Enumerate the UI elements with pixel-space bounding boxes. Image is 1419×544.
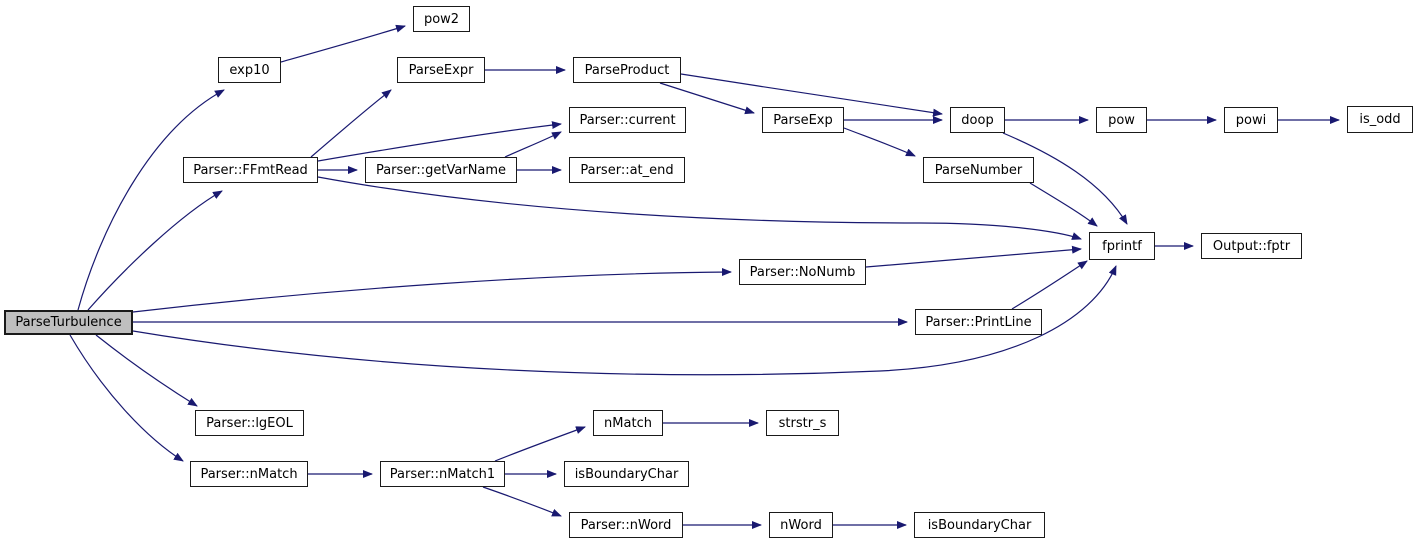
edge-parse-turbulence-to-parser-nonumb xyxy=(132,268,732,313)
graph-node-pow2[interactable]: pow2 xyxy=(413,6,470,32)
graph-node-parser-current[interactable]: Parser::current xyxy=(569,107,686,133)
graph-node-label: Parser::nMatch1 xyxy=(389,466,496,482)
graph-node-label: Parser::FFmtRead xyxy=(193,162,308,178)
graph-node-nmatch[interactable]: nMatch xyxy=(593,410,663,436)
graph-node-label: pow xyxy=(1108,112,1135,128)
graph-node-label: Parser::nWord xyxy=(580,517,672,533)
graph-node-pow[interactable]: pow xyxy=(1096,107,1147,133)
graph-node-is-odd[interactable]: is_odd xyxy=(1347,106,1413,133)
edge-parse-turbulence-to-parser-ffmtread xyxy=(87,190,223,311)
edge-parser-ffmtread-to-fprintf xyxy=(317,176,1082,240)
graph-node-parser-ffmtread[interactable]: Parser::FFmtRead xyxy=(183,157,318,183)
graph-node-label: ParseNumber xyxy=(934,162,1023,178)
graph-node-label: exp10 xyxy=(229,62,270,78)
edge-parse-product-to-parse-exp xyxy=(659,82,755,115)
graph-node-parser-nword[interactable]: Parser::nWord xyxy=(569,512,683,538)
graph-node-label: Output::fptr xyxy=(1212,238,1291,254)
edge-parse-turbulence-to-parser-nmatch xyxy=(69,334,184,462)
graph-node-label: ParseExp xyxy=(773,112,833,128)
edge-parser-nmatch1-to-parser-nword xyxy=(482,486,562,517)
edge-parse-turbulence-to-fprintf xyxy=(132,265,1117,376)
graph-node-label: ParseExpr xyxy=(408,62,474,78)
edge-parser-ffmtread-to-parser-current xyxy=(317,121,562,162)
graph-node-label: isBoundaryChar xyxy=(927,517,1032,533)
graph-node-doop[interactable]: doop xyxy=(950,107,1005,133)
edge-parse-turbulence-to-exp10 xyxy=(77,89,225,311)
graph-node-parse-number[interactable]: ParseNumber xyxy=(923,157,1034,183)
edge-doop-to-fprintf xyxy=(1002,132,1128,225)
graph-node-label: doop xyxy=(961,112,994,128)
graph-node-parser-nonumb[interactable]: Parser::NoNumb xyxy=(739,259,866,285)
graph-node-parse-turbulence: ParseTurbulence xyxy=(4,310,133,335)
graph-node-parser-getvarname[interactable]: Parser::getVarName xyxy=(365,157,517,183)
graph-node-label: nWord xyxy=(780,517,822,533)
edge-exp10-to-pow2 xyxy=(280,24,406,63)
edge-parse-product-to-doop xyxy=(680,73,943,117)
edge-parser-getvarname-to-parser-current xyxy=(504,131,562,158)
graph-node-parser-lgeol[interactable]: Parser::lgEOL xyxy=(195,410,304,436)
graph-node-label: isBoundaryChar xyxy=(574,466,679,482)
graph-node-label: Parser::getVarName xyxy=(375,162,507,178)
graph-node-parse-expr[interactable]: ParseExpr xyxy=(397,57,485,83)
graph-node-label: is_odd xyxy=(1359,112,1401,127)
graph-node-label: Parser::current xyxy=(579,112,676,128)
graph-node-isboundarychar[interactable]: isBoundaryChar xyxy=(564,461,689,487)
graph-node-powi[interactable]: powi xyxy=(1224,107,1278,133)
edge-parse-number-to-fprintf xyxy=(1029,182,1098,227)
edge-parser-ffmtread-to-parse-expr xyxy=(310,89,392,158)
graph-node-label: ParseProduct xyxy=(584,62,670,78)
edge-parse-turbulence-to-parser-lgeol xyxy=(95,334,198,407)
graph-node-parse-product[interactable]: ParseProduct xyxy=(573,57,681,83)
graph-node-label: ParseTurbulence xyxy=(15,315,122,330)
graph-node-parser-printline[interactable]: Parser::PrintLine xyxy=(915,309,1042,335)
edge-parser-printline-to-fprintf xyxy=(1011,260,1088,310)
edge-parser-nmatch1-to-nmatch xyxy=(494,426,586,462)
graph-node-parser-nmatch1[interactable]: Parser::nMatch1 xyxy=(380,461,505,487)
graph-node-label: Parser::at_end xyxy=(580,162,674,178)
graph-node-output-fptr[interactable]: Output::fptr xyxy=(1201,233,1302,259)
graph-node-label: Parser::nMatch xyxy=(200,466,298,482)
graph-node-parser-at-end[interactable]: Parser::at_end xyxy=(569,157,685,183)
graph-node-fprintf[interactable]: fprintf xyxy=(1089,232,1155,260)
graph-node-strstr-s[interactable]: strstr_s xyxy=(766,410,839,436)
graph-node-label: Parser::NoNumb xyxy=(749,264,856,280)
graph-node-parser-nmatch[interactable]: Parser::nMatch xyxy=(190,461,308,487)
graph-node-label: Parser::PrintLine xyxy=(925,314,1032,330)
graph-node-isboundarychar-2[interactable]: isBoundaryChar xyxy=(914,512,1045,538)
graph-node-label: Parser::lgEOL xyxy=(206,415,293,431)
edges-group xyxy=(69,24,1340,529)
graph-node-parse-exp[interactable]: ParseExp xyxy=(762,107,844,133)
edge-parse-exp-to-parse-number xyxy=(843,127,916,157)
graph-node-exp10[interactable]: exp10 xyxy=(218,57,281,83)
graph-node-label: pow2 xyxy=(423,11,460,27)
graph-node-label: fprintf xyxy=(1102,238,1142,254)
graph-node-label: strstr_s xyxy=(778,415,827,431)
graph-node-nword[interactable]: nWord xyxy=(769,512,833,538)
graph-node-label: powi xyxy=(1235,112,1267,128)
graph-node-label: nMatch xyxy=(604,415,652,431)
edge-parser-nonumb-to-fprintf xyxy=(865,245,1082,268)
